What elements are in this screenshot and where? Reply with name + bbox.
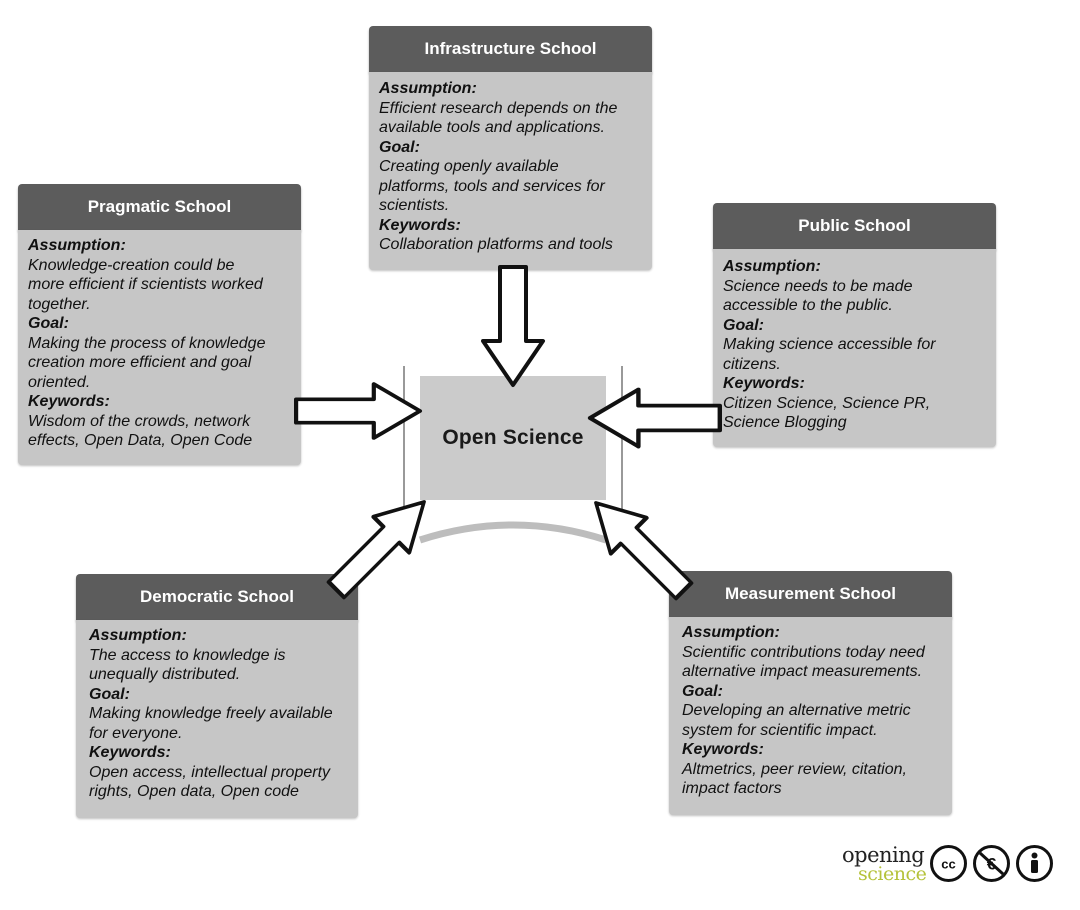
measurement-school-title: Measurement School (669, 571, 952, 617)
keywords-label: Keywords: (28, 393, 110, 410)
goal-text-line: citizens. (723, 355, 781, 373)
keywords-text-line: Open access, intellectual property (89, 763, 331, 781)
brand-word-science: science (858, 863, 927, 885)
assumption-label: Assumption: (89, 627, 187, 644)
assumption-text-line: Science needs to be made (723, 277, 913, 295)
goal-label: Goal: (723, 316, 764, 334)
svg-text:cc: cc (941, 857, 955, 872)
assumption-text-line: accessible to the public. (723, 297, 893, 314)
goal-text-line: Making science accessible for (723, 336, 936, 353)
goal-text-line: platforms, tools and services for (379, 177, 605, 195)
pragmatic-school-body: Assumption: Knowledge-creation could be … (18, 230, 301, 465)
measurement-school-box: Measurement School Assumption: Scientifi… (669, 571, 952, 815)
infrastructure-school-body: Assumption: Efficient research depends o… (369, 72, 652, 270)
keywords-text-line: Citizen Science, Science PR, (723, 394, 931, 412)
public-school-box: Public School Assumption: Science needs … (713, 203, 996, 447)
assumption-text-line: alternative impact measurements. (682, 663, 923, 680)
goal-label: Goal: (379, 138, 420, 156)
assumption-text-line: available tools and applications. (379, 119, 605, 136)
goal-label: Goal: (28, 315, 69, 332)
goal-text-line: Developing an alternative metric (682, 702, 911, 719)
keywords-text-line: Science Blogging (723, 414, 847, 431)
open-science-label: Open Science (442, 426, 584, 449)
pragmatic-school-title: Pragmatic School (18, 184, 301, 230)
keywords-text-line: Collaboration platforms and tools (379, 236, 613, 253)
assumption-label: Assumption: (379, 80, 477, 97)
assumption-text-line: more efficient if scientists worked (28, 276, 263, 293)
assumption-text-line: Scientific contributions today need (682, 643, 925, 661)
goal-text-line: for everyone. (89, 724, 183, 742)
assumption-label: Assumption: (723, 258, 821, 275)
non-commercial-icon: € (973, 845, 1010, 882)
assumption-text-line: Knowledge-creation could be (28, 256, 235, 274)
assumption-label: Assumption: (28, 237, 126, 254)
center-shadow (418, 521, 608, 544)
goal-text-line: creation more efficient and goal (28, 354, 252, 371)
goal-text-line: Making the process of knowledge (28, 334, 266, 352)
public-school-title: Public School (713, 203, 996, 249)
measurement-school-body: Assumption: Scientific contributions tod… (669, 617, 952, 815)
goal-text-line: scientists. (379, 197, 450, 214)
goal-label: Goal: (682, 682, 723, 700)
infrastructure-school-title: Infrastructure School (369, 26, 652, 72)
keywords-text-line: Altmetrics, peer review, citation, (682, 760, 907, 778)
cc-icon: cc (930, 845, 967, 882)
keywords-label: Keywords: (723, 375, 805, 392)
assumption-text-line: together. (28, 295, 91, 313)
open-science-box: Open Science (420, 376, 606, 500)
keywords-text-line: rights, Open data, Open code (89, 783, 299, 800)
pragmatic-school-box: Pragmatic School Assumption: Knowledge-c… (18, 184, 301, 465)
goal-text-line: system for scientific impact. (682, 721, 878, 739)
keywords-label: Keywords: (89, 744, 171, 761)
attribution-icon (1016, 845, 1053, 882)
democratic-school-title: Democratic School (76, 574, 358, 620)
goal-text-line: Creating openly available (379, 158, 559, 175)
infrastructure-school-box: Infrastructure School Assumption: Effici… (369, 26, 652, 270)
keywords-text-line: effects, Open Data, Open Code (28, 432, 253, 449)
assumption-text-line: unequally distributed. (89, 666, 241, 683)
opening-science-logo: opening science cc € (842, 841, 1057, 891)
public-school-body: Assumption: Science needs to be made acc… (713, 249, 996, 447)
keywords-text-line: Wisdom of the crowds, network (28, 412, 251, 430)
assumption-text-line: The access to knowledge is (89, 646, 286, 664)
keywords-text-line: impact factors (682, 780, 782, 797)
assumption-text-line: Efficient research depends on the (379, 99, 618, 117)
democratic-school-box: Democratic School Assumption: The access… (76, 574, 358, 818)
democratic-school-body: Assumption: The access to knowledge is u… (76, 620, 358, 818)
goal-text-line: oriented. (28, 373, 91, 391)
goal-label: Goal: (89, 685, 130, 703)
keywords-label: Keywords: (379, 216, 461, 234)
brand-word-opening: opening (842, 843, 925, 867)
goal-text-line: Making knowledge freely available (89, 705, 333, 722)
keywords-label: Keywords: (682, 741, 764, 758)
assumption-label: Assumption: (682, 624, 780, 641)
